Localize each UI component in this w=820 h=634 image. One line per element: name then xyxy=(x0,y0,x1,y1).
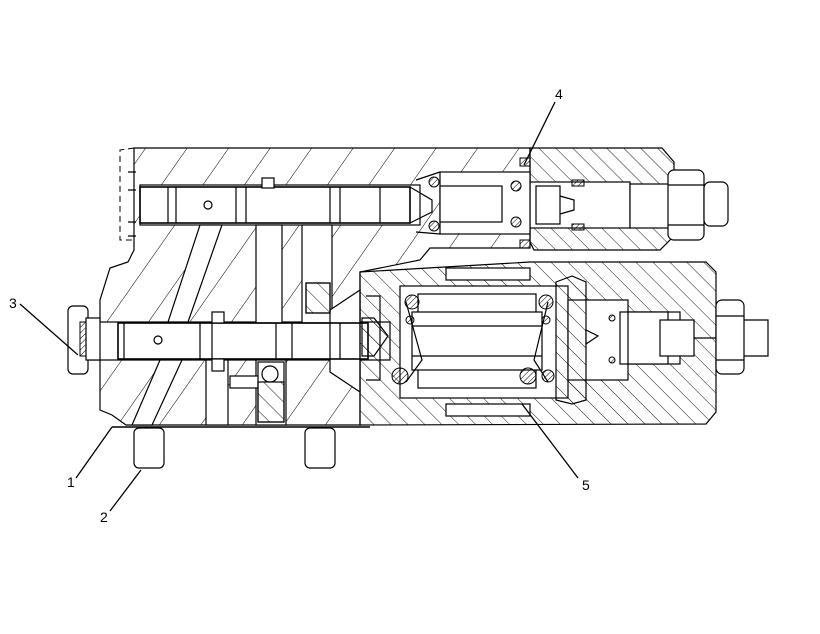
callout-label-5: 5 xyxy=(582,477,590,493)
bottom-dowels xyxy=(112,426,370,469)
callout-leaders xyxy=(19,101,579,512)
check-insert-upper xyxy=(305,282,331,314)
spring-piston xyxy=(391,293,555,389)
upper-end-seals xyxy=(128,171,136,237)
lower-plug-nut xyxy=(627,299,769,375)
callout-label-4: 4 xyxy=(555,86,563,102)
check-insert-lower xyxy=(257,361,285,423)
left-plug xyxy=(67,305,101,375)
upper-plug-nut xyxy=(629,169,729,241)
callout-label-1: 1 xyxy=(67,474,75,490)
upper-end-cap xyxy=(119,147,135,241)
spring-end-plate xyxy=(555,275,616,405)
upper-spool xyxy=(139,177,433,224)
callout-label-2: 2 xyxy=(100,509,108,525)
callout-label-3: 3 xyxy=(9,295,17,311)
